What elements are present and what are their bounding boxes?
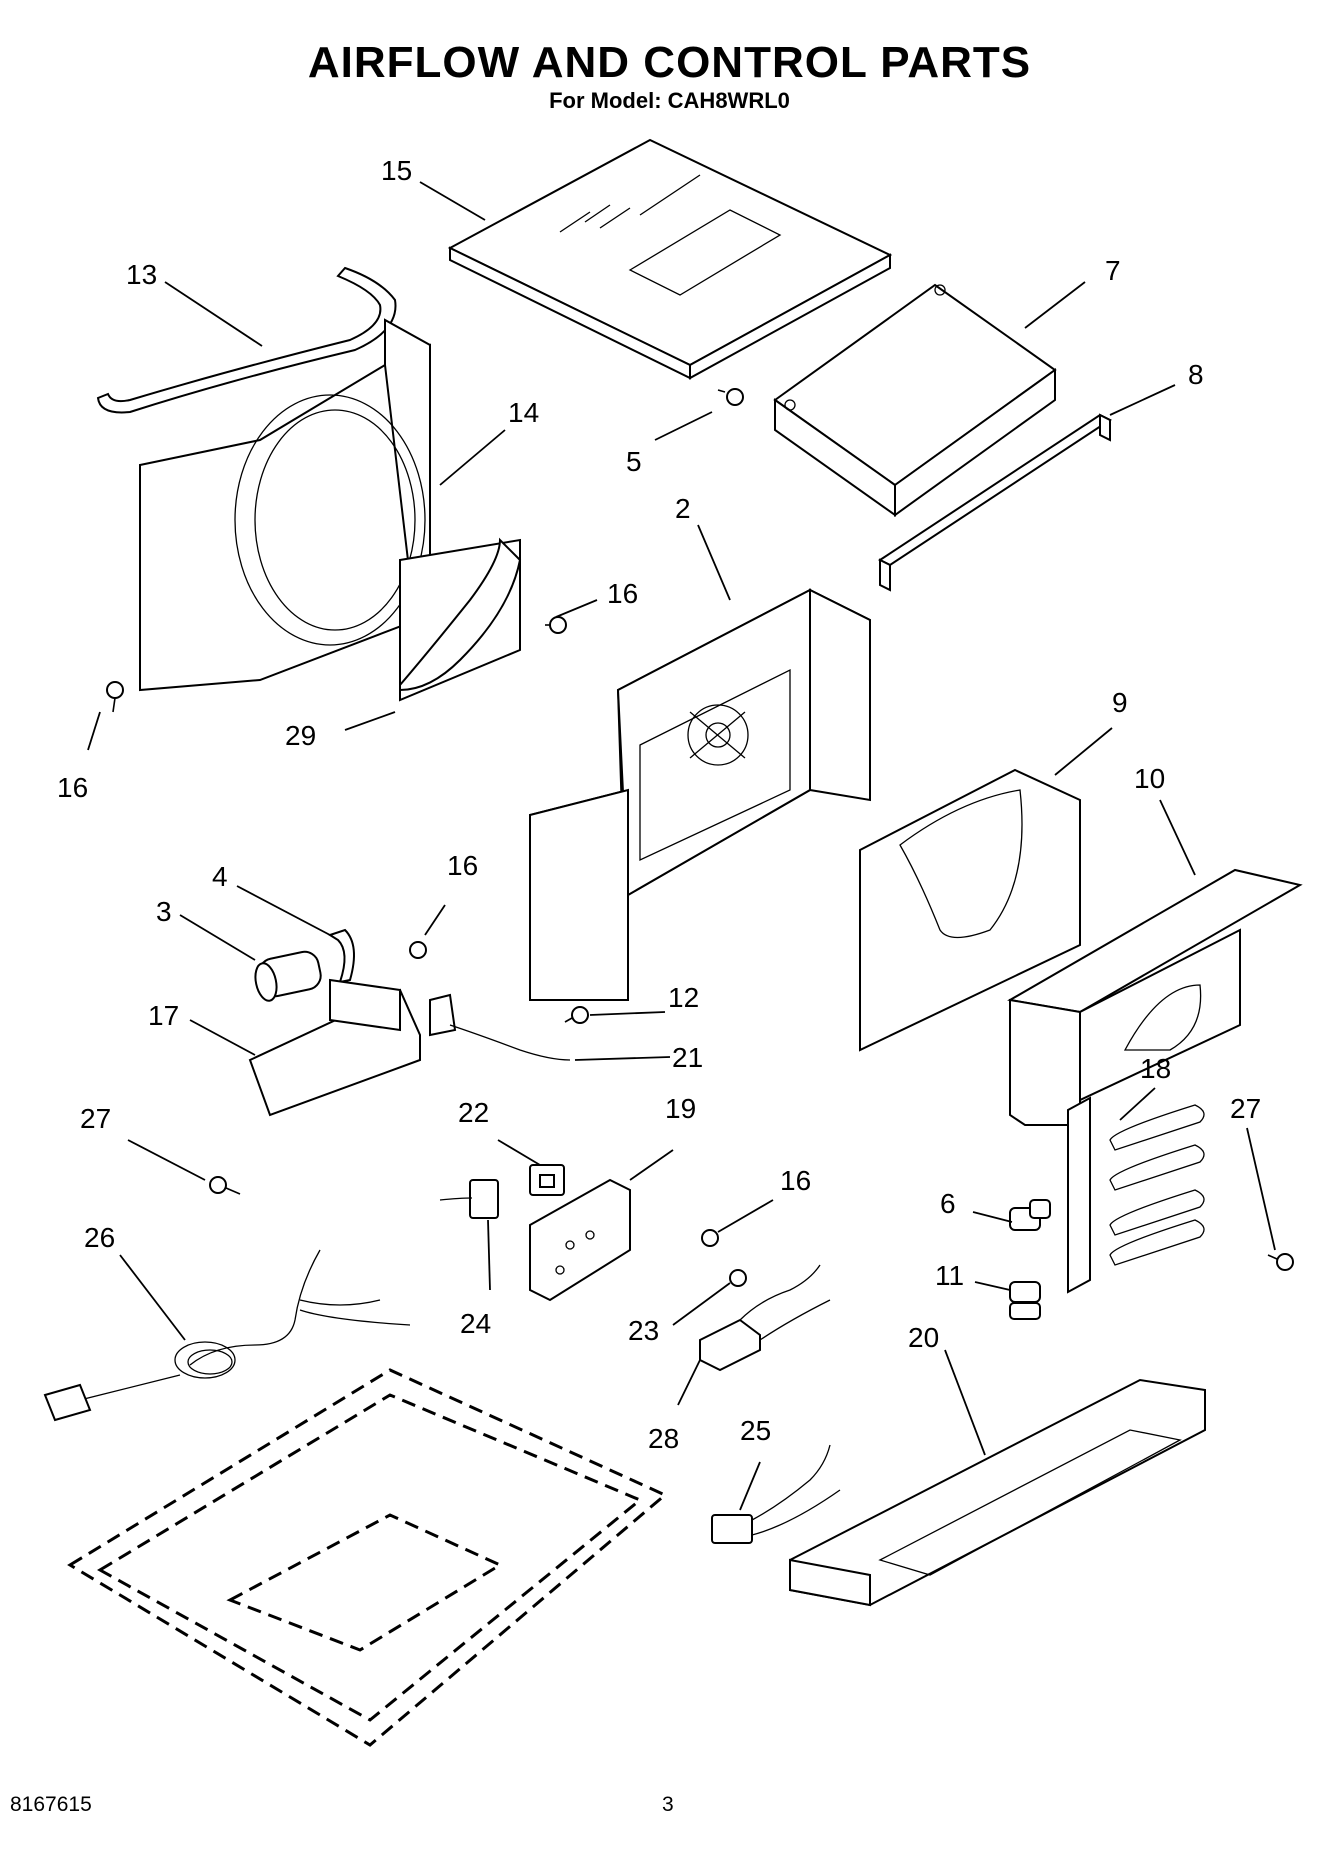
part-19-control-panel [529,1178,631,1302]
leader-lines [87,181,1276,1511]
callout-16: 16 [780,1165,811,1196]
model-subtitle: For Model: CAH8WRL0 [549,88,790,113]
callout-11: 11 [935,1260,964,1291]
callout-14: 14 [508,397,539,428]
part-14-fan-shroud [139,318,522,702]
callout-labels: 15 7 8 13 14 5 2 16 16 29 9 10 4 16 3 12… [57,155,1261,1454]
part-25-wire-connector [711,1444,841,1544]
part-17-capacitor-bracket [248,978,421,1117]
screw-27-left [209,1176,241,1195]
callout-27: 27 [1230,1093,1261,1124]
callout-8: 8 [1188,359,1204,390]
callout-18: 18 [1140,1053,1171,1084]
callout-15: 15 [381,155,412,186]
part-9-air-guide [859,768,1081,1052]
part-8-strip [878,413,1112,592]
part-20-drain-pan [789,1378,1206,1607]
callout-12: 12 [668,982,699,1013]
callout-7: 7 [1105,255,1121,286]
screw-12 [564,1006,589,1024]
part-3-capacitor [254,950,322,1002]
callout-6: 6 [940,1188,956,1219]
page-number: 3 [662,1793,674,1816]
callout-23: 23 [628,1315,659,1346]
callout-9: 9 [1112,687,1128,718]
part-22-selector-switch [529,1164,565,1196]
screw-16-board [701,1229,719,1247]
callout-3: 3 [156,896,172,927]
document-number: 8167615 [10,1793,92,1816]
callout-5: 5 [626,446,642,477]
callout-19: 19 [665,1093,696,1124]
callout-22: 22 [458,1097,489,1128]
part-11-fuse [1009,1281,1041,1320]
callout-17: 17 [148,1000,179,1031]
screw-16-shroud [545,616,567,634]
callout-10: 10 [1134,763,1165,794]
callout-16: 16 [57,772,88,803]
screw-23 [729,1269,747,1287]
part-26-power-cord [43,1249,411,1422]
part-10-heater-bracket [1007,868,1303,1126]
callout-16: 16 [607,578,638,609]
callout-29: 29 [285,720,316,751]
callout-16: 16 [447,850,478,881]
screw-16-left [106,681,124,713]
callout-24: 24 [460,1308,491,1339]
part-15-top-cover [447,138,893,380]
part-2-bulkhead [529,588,871,1001]
part-6-limit-switch [1009,1199,1051,1231]
part-4-capacitor-strap [327,928,355,984]
screw-16-bracket [409,941,427,959]
callout-27: 27 [80,1103,111,1134]
callout-2: 2 [675,493,691,524]
callout-28: 28 [648,1423,679,1454]
part-13-gasket [96,266,397,414]
callout-25: 25 [740,1415,771,1446]
callout-21: 21 [672,1042,703,1073]
part-24-thermostat [439,1179,499,1219]
callout-26: 26 [84,1222,115,1253]
page-title: AIRFLOW AND CONTROL PARTS [307,38,1032,87]
part-7-control-cover [773,283,1057,517]
part-18-heater-element [1067,1096,1205,1294]
part-21-grounding-strap [429,993,571,1061]
callout-13: 13 [126,259,157,290]
screw-27-right [1267,1253,1294,1271]
screw-5 [717,388,744,406]
callout-4: 4 [212,861,228,892]
part-28-wire-connector [699,1264,831,1372]
callout-20: 20 [908,1322,939,1353]
base-pan-reference [67,1368,668,1747]
